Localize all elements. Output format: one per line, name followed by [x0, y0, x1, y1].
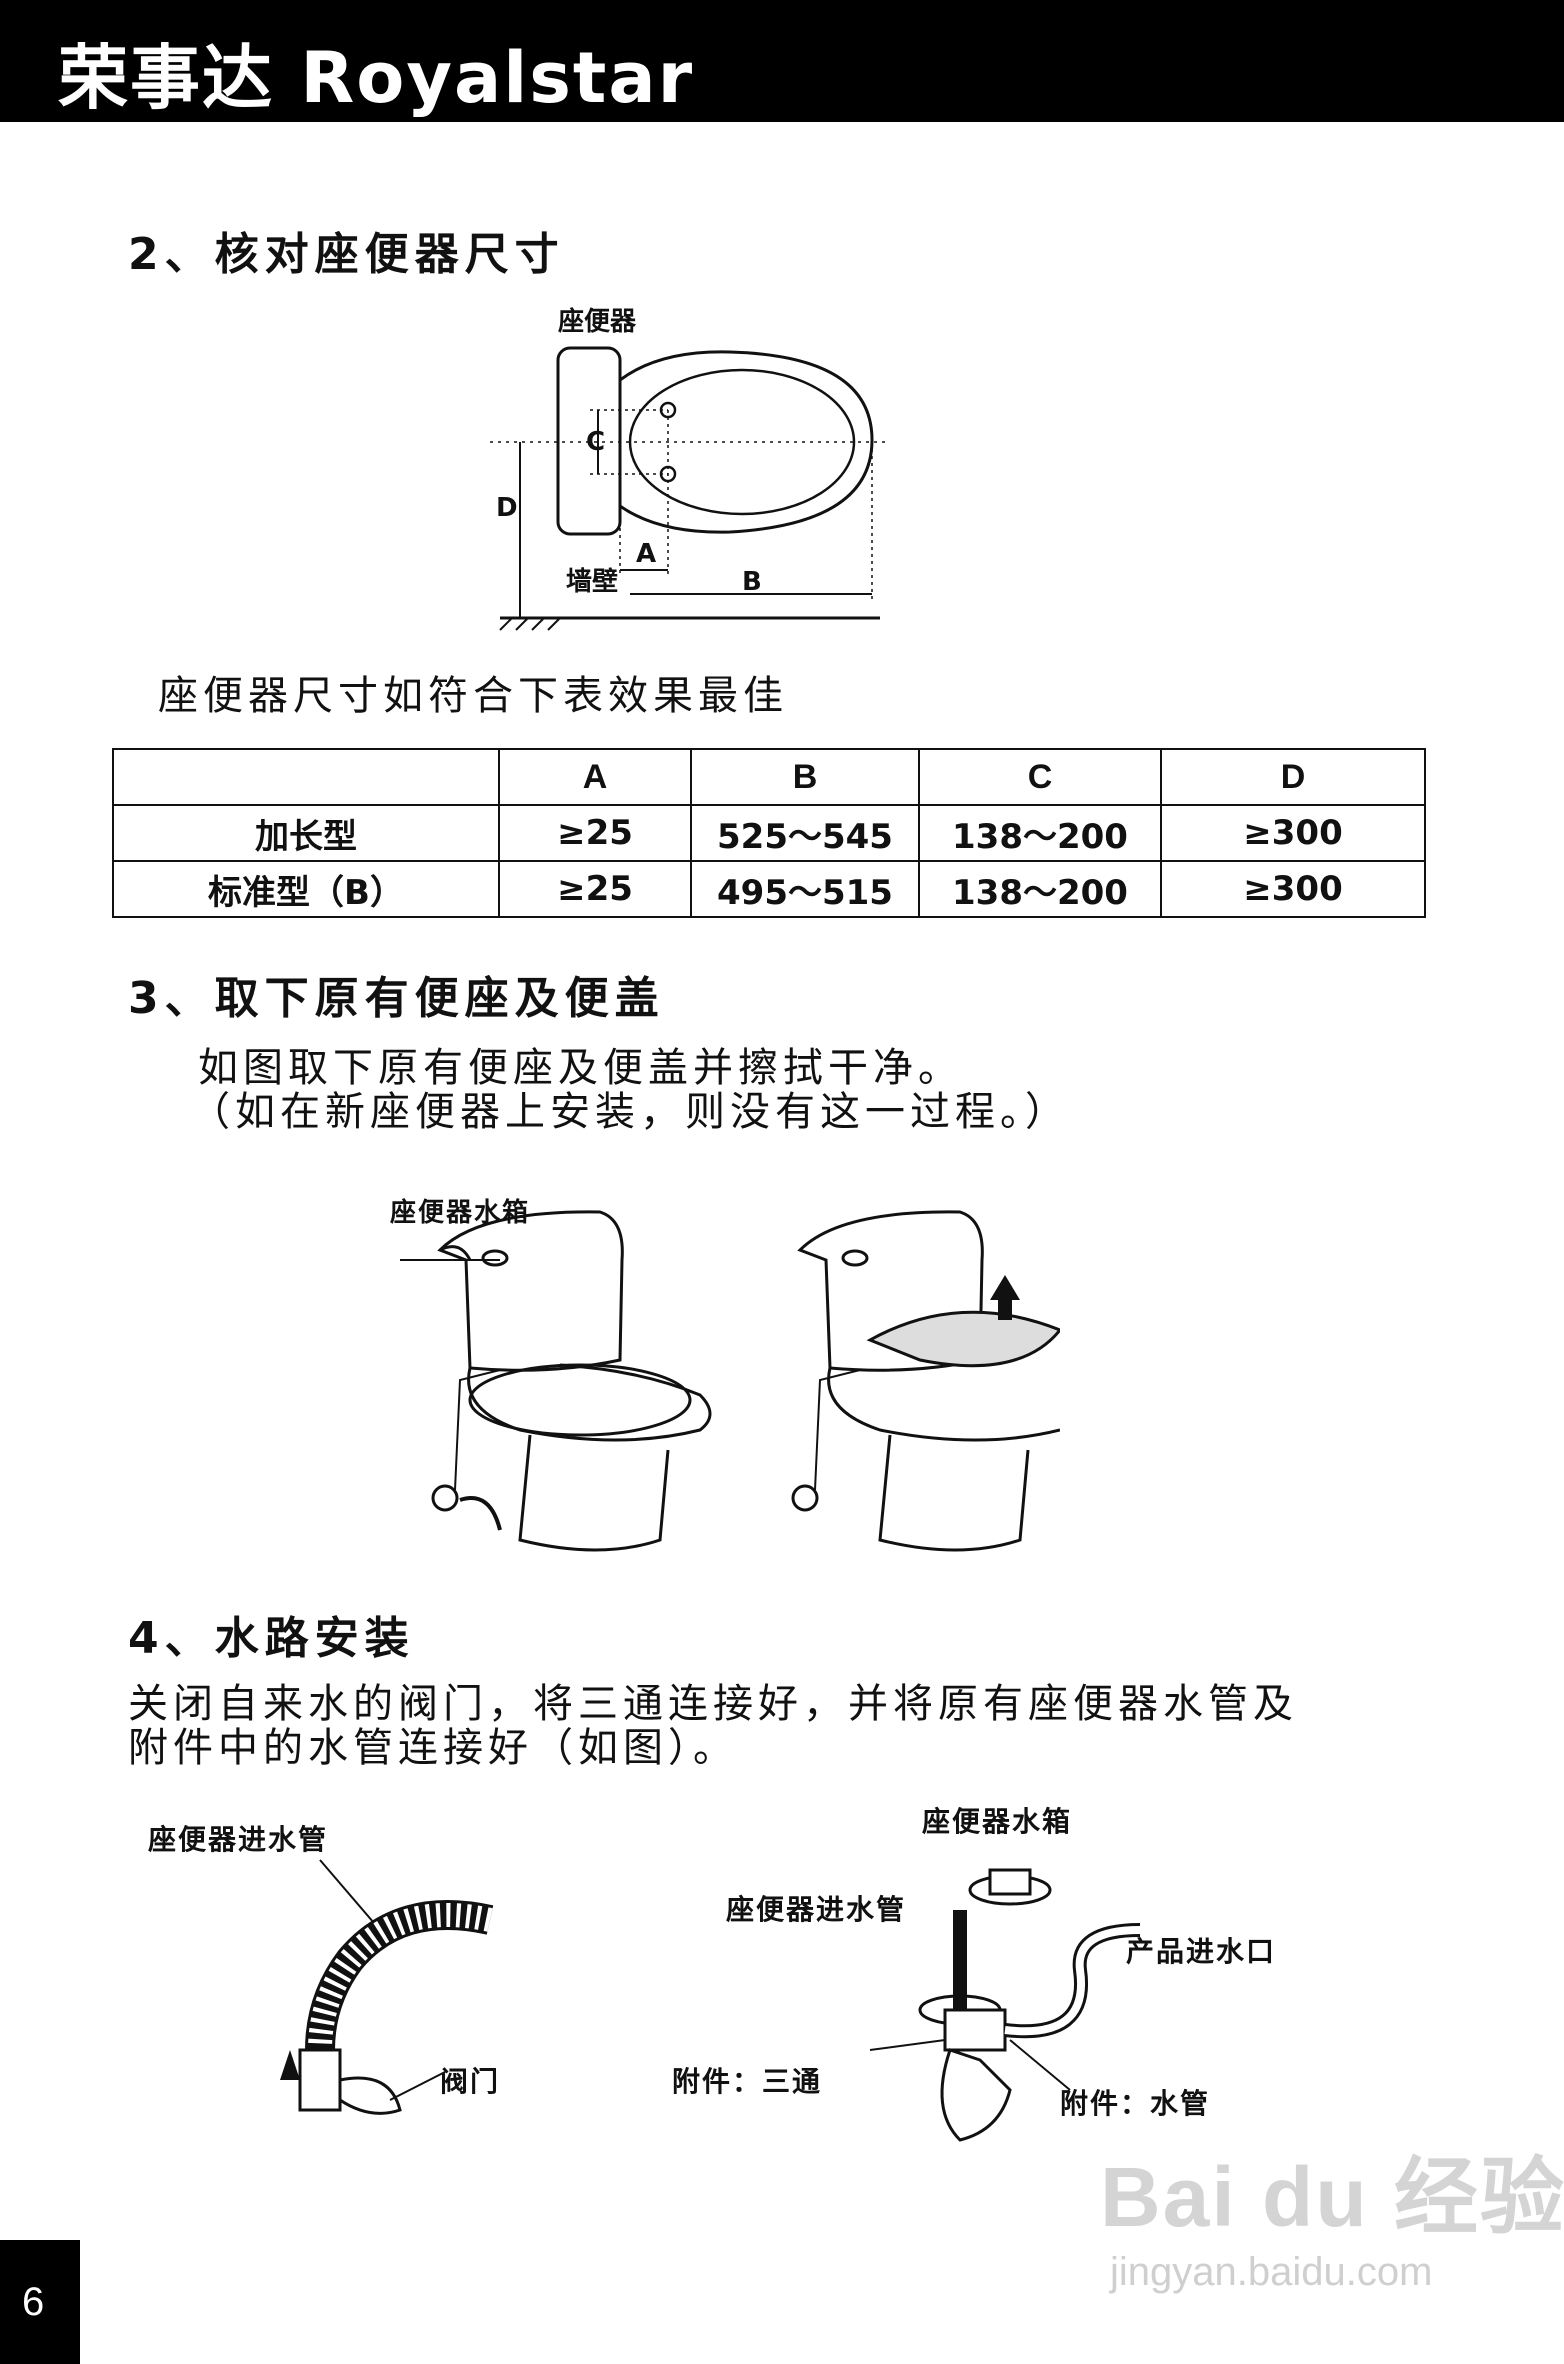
table-row: 标准型（B） ≥25 495～515 138～200 ≥300 [112, 860, 1426, 918]
table-header-cell: D [1160, 748, 1426, 806]
flex-hose-illustration [305, 1900, 494, 2051]
table-cell: 495～515 [690, 860, 920, 918]
toilet-before-illustration [400, 1210, 712, 1552]
table-cell: ≥300 [1160, 860, 1426, 918]
label-tank-right: 座便器水箱 [922, 1805, 1073, 1838]
diagram-label-wall: 墙壁 [566, 566, 618, 597]
section-3-line-2: （如在新座便器上安装，则没有这一过程。） [190, 1089, 1070, 1135]
floor-hatch [499, 617, 561, 631]
table-cell: 525～545 [690, 804, 920, 862]
table-header-cell: A [498, 748, 692, 806]
arrow-up-icon [990, 1275, 1020, 1320]
valve-handle [338, 2076, 402, 2115]
page-number: 6 [22, 2280, 45, 2324]
table-cell: ≥25 [498, 860, 692, 918]
section-3-title: 3、取下原有便座及便盖 [128, 973, 665, 1024]
section-3-line-1: 如图取下原有便座及便盖并擦拭干净。 [198, 1045, 963, 1091]
table-header-cell: B [690, 748, 920, 806]
table-cell: 138～200 [918, 804, 1162, 862]
page-number-tab: 6 [0, 2240, 80, 2364]
valve-body-right [940, 2048, 1012, 2142]
tee-fitting [943, 2008, 1007, 2052]
toilet-seat-outline [628, 368, 856, 516]
section-2-title: 2、核对座便器尺寸 [128, 229, 565, 280]
label-product-inlet: 产品进水口 [1126, 1935, 1277, 1968]
table-header-cell [112, 748, 500, 806]
dimension-table: A B C D 加长型 ≥25 525～545 138～200 ≥300 标准型… [112, 748, 1426, 918]
label-valve: 阀门 [440, 2065, 501, 2098]
section-4-title: 4、水路安装 [128, 1613, 415, 1664]
table-cell: ≥25 [498, 804, 692, 862]
table-header-cell: C [918, 748, 1162, 806]
valve-body [298, 2048, 342, 2112]
toilet-bowl-outline [619, 350, 874, 534]
section-4-line-2: 附件中的水管连接好（如图）。 [128, 1725, 738, 1771]
label-tee: 附件：三通 [672, 2065, 823, 2098]
dim-label-b: B [742, 567, 762, 597]
watermark-logo: Bai du 经验 [1100, 2150, 1564, 2244]
tee-connection-diagram [869, 1868, 1141, 2142]
label-inlet-pipe-left: 座便器进水管 [148, 1823, 329, 1856]
toilet-dimension-diagram: 座便器 C A B D 墙壁 [490, 306, 890, 631]
label-inlet-pipe-right: 座便器进水管 [726, 1893, 907, 1926]
diagram-label-toilet: 座便器 [558, 306, 637, 337]
dim-label-c: C [586, 427, 605, 457]
table-cell: ≥300 [1160, 804, 1426, 862]
table-cell: 加长型 [112, 804, 500, 862]
inlet-pipe-diagram [280, 1859, 494, 2115]
section-4-line-1: 关闭自来水的阀门，将三通连接好，并将原有座便器水管及 [128, 1681, 1298, 1727]
dim-label-d: D [496, 493, 518, 523]
rotate-arrow-icon [280, 2050, 300, 2080]
header-bar: 荣事达 Royalstar [0, 0, 1564, 122]
diagram-label-tank: 座便器水箱 [390, 1198, 531, 1228]
table-header-row: A B C D [112, 748, 1426, 806]
watermark-url: jingyan.baidu.com [1110, 2250, 1433, 2294]
dim-label-a: A [636, 539, 656, 569]
table-intro: 座便器尺寸如符合下表效果最佳 [158, 673, 788, 719]
brand-logo: 荣事达 Royalstar [58, 37, 695, 119]
toilet-removal-diagram [400, 1210, 1060, 1552]
toilet-tank-outline [556, 346, 622, 536]
table-cell: 138～200 [918, 860, 1162, 918]
label-hose: 附件：水管 [1060, 2087, 1211, 2120]
table-row: 加长型 ≥25 525～545 138～200 ≥300 [112, 804, 1426, 862]
toilet-after-illustration [791, 1210, 1060, 1552]
table-cell: 标准型（B） [112, 860, 500, 918]
